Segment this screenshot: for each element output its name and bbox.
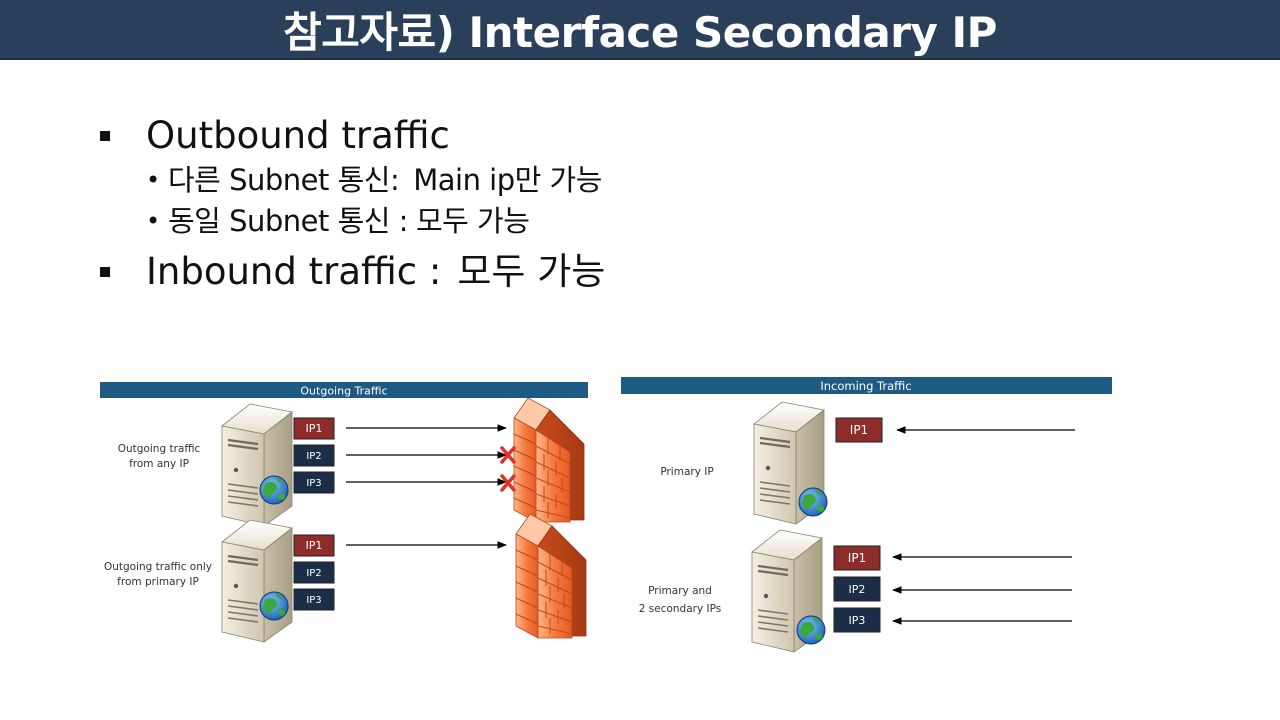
square-bullet-icon [100,131,110,141]
ip3-badge [293,471,335,494]
dot-bullet-icon: • [146,207,160,235]
inbound-label: Inbound traffic : [146,250,442,293]
outgoing-row1-label-line2: from any IP [129,458,189,470]
outbound-heading: Outbound traffic [146,114,450,157]
page-title: 참고자료) Interface Secondary IP [283,7,997,57]
ip3-label: IP3 [849,614,866,627]
ip1-label: IP1 [306,539,323,552]
firewall-icon [515,513,587,641]
title-bar: 참고자료) Interface Secondary IP [0,0,1280,60]
incoming-row1-label: Primary IP [660,466,713,478]
incoming-header [621,377,1112,394]
outgoing-row2-label-line1: Outgoing traffic only [104,561,212,573]
outbound-sub2-value: 모두 가능 [415,204,530,238]
ip1-badge [835,417,883,443]
ip1-badge [833,545,881,571]
outbound-sub1-label: 다른 Subnet 통신: [168,163,400,197]
bullet-outbound-sub2: • 동일 Subnet 통신 :모두 가능 [100,201,605,242]
bullet-outbound: Outbound traffic [100,112,605,160]
ip2-label: IP2 [849,583,866,596]
incoming-row2-label-line1: Primary and [648,585,712,597]
ip2-label: IP2 [306,451,321,462]
ip2-badge [293,444,335,467]
ip2-badge [833,576,881,602]
incoming-header-text: Incoming Traffic [820,379,911,393]
outgoing-header [100,382,588,398]
ip1-label: IP1 [306,422,323,435]
blocked-x-icon [500,446,516,464]
globe-icon [796,615,826,645]
outgoing-header-text: Outgoing Traffic [300,385,387,398]
ip3-label: IP3 [306,478,321,489]
ip3-badge [293,588,335,611]
dot-bullet-icon: • [146,166,160,194]
globe-icon [798,487,828,517]
blocked-x-icon [500,474,516,492]
firewall-icon [513,397,585,525]
square-bullet-icon [100,267,110,277]
ip1-label: IP1 [850,423,868,437]
inbound-value: 모두 가능 [457,250,606,293]
ip1-badge [293,417,335,440]
bullet-outbound-sub1: • 다른 Subnet 통신: Main ip만 가능 [100,160,605,201]
ip1-label: IP1 [848,551,866,565]
ip1-badge [293,534,335,557]
ip3-badge [833,607,881,633]
ip2-badge [293,561,335,584]
server-icon [220,402,294,528]
ip2-label: IP2 [306,568,321,579]
bullet-list: Outbound traffic • 다른 Subnet 통신: Main ip만… [100,112,605,296]
server-icon [220,518,294,644]
globe-icon [259,475,289,505]
globe-icon [259,591,289,621]
bullet-inbound: Inbound traffic : 모두 가능 [100,248,605,296]
outbound-sub2-label: 동일 Subnet 통신 : [168,204,408,238]
ip3-label: IP3 [306,595,321,606]
outbound-sub1-value: Main ip만 가능 [413,163,602,197]
outgoing-row1-label-line1: Outgoing traffic [118,443,201,455]
outgoing-row2-label-line2: from primary IP [117,576,199,588]
incoming-row2-label-line2: 2 secondary IPs [639,603,721,615]
